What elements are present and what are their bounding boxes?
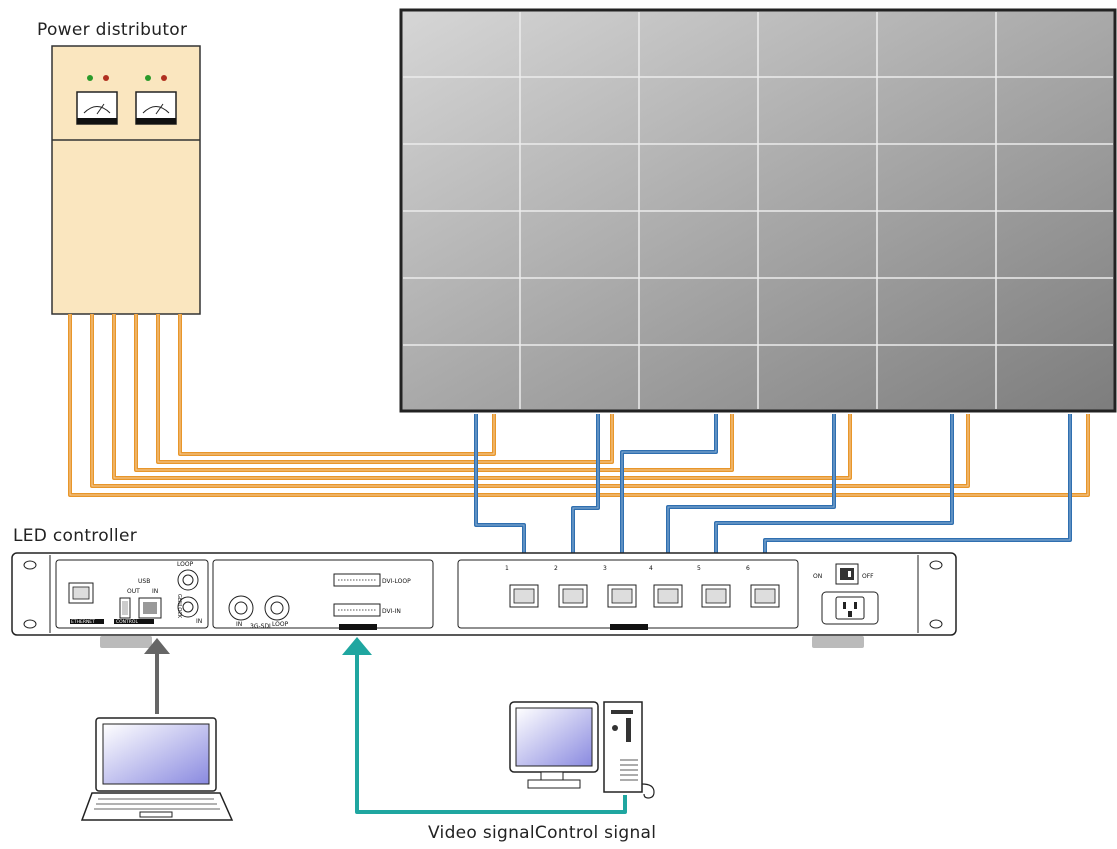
off-label: OFF <box>862 573 874 580</box>
ethernet-label-plate <box>70 619 104 624</box>
usb-out-label: OUT <box>127 588 140 595</box>
bnc-connector-icon <box>177 569 199 591</box>
ethernet-port-icon <box>509 584 539 608</box>
control-signal-arrow <box>144 638 170 714</box>
genlock-loop-label: LOOP <box>177 561 194 568</box>
sdi-label: 3G-SDI <box>250 623 271 630</box>
sdi-in-label: IN <box>236 621 242 628</box>
power-switch-icon <box>835 563 859 585</box>
meter-icon <box>135 91 177 125</box>
bnc-connector-icon <box>228 595 254 621</box>
power-distributor-label: Power distributor <box>37 20 188 40</box>
usb-in-label: IN <box>152 588 158 595</box>
ethernet-port-icon <box>607 584 637 608</box>
dvi-connector-icon <box>333 573 381 587</box>
led-screen <box>399 8 1117 413</box>
port-number: 2 <box>554 565 558 572</box>
ethernet-port-icon <box>750 584 780 608</box>
power-socket-icon <box>821 591 879 625</box>
status-led-green <box>145 75 151 81</box>
status-led-green <box>87 75 93 81</box>
panel-tab <box>339 624 377 630</box>
screen-grid <box>403 12 1113 409</box>
output-ports: 1 2 3 4 5 6 <box>505 565 780 608</box>
usb-port-icon <box>119 597 131 619</box>
power-distributor <box>51 45 201 315</box>
bnc-connector-icon <box>177 596 199 618</box>
ethernet-label: ETHERNET <box>71 619 95 625</box>
ethernet-port-icon <box>558 584 588 608</box>
rack-mount-hole <box>929 619 943 629</box>
sdi-loop-label: LOOP <box>272 621 289 628</box>
control-signal-label: Control signal <box>534 823 657 843</box>
control-label: CONTROL <box>116 619 138 625</box>
dvi-in-label: DVI-IN <box>382 608 401 615</box>
status-led-red <box>161 75 167 81</box>
port-number: 5 <box>697 565 701 572</box>
pc-tower <box>603 701 643 793</box>
panel-tab <box>610 624 648 630</box>
rack-mount-hole <box>23 560 37 570</box>
dvi-loop-label: DVI-LOOP <box>382 578 411 585</box>
desktop-computer-icon <box>509 701 655 799</box>
port-number: 4 <box>649 565 653 572</box>
meter-icon <box>76 91 118 125</box>
led-controller-label: LED controller <box>13 526 138 546</box>
genlock-label: GENLOCK <box>176 594 182 619</box>
status-led-red <box>103 75 109 81</box>
rack-mount-hole <box>929 560 943 570</box>
port-number: 3 <box>603 565 607 572</box>
signal-caption: Video signalControl signal <box>428 823 656 843</box>
usb-label: USB <box>138 578 150 585</box>
ethernet-port-icon <box>653 584 683 608</box>
port-number: 6 <box>746 565 750 572</box>
usb-port-icon <box>138 597 162 619</box>
port-number: 1 <box>505 565 509 572</box>
video-signal-arrow <box>342 637 627 814</box>
ethernet-port-icon <box>68 582 94 604</box>
on-label: ON <box>813 573 822 580</box>
genlock-in-label: IN <box>196 618 202 625</box>
control-label-plate <box>114 619 154 624</box>
ethernet-port-icon <box>701 584 731 608</box>
bnc-connector-icon <box>264 595 290 621</box>
rack-mount-hole <box>23 619 37 629</box>
laptop-icon <box>80 717 234 821</box>
video-signal-label: Video signal <box>428 823 535 843</box>
dvi-connector-icon <box>333 603 381 617</box>
led-controller: ETHERNET OUT USB IN CONTROL LOOP IN GENL… <box>11 552 957 648</box>
